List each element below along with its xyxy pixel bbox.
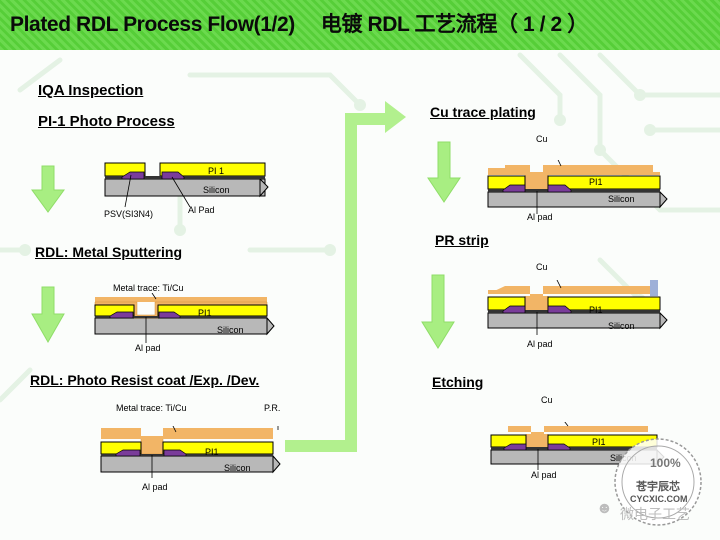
label-al-pad: Al pad <box>527 339 553 349</box>
slide-title: Plated RDL Process Flow(1/2) 电镀 RDL 工艺流程… <box>10 13 588 36</box>
label-cu: Cu <box>541 395 553 405</box>
label-pi1: PI1 <box>589 305 603 315</box>
label-pi1: PI1 <box>205 447 219 457</box>
step-pi1-photo: PI-1 Photo Process <box>38 113 175 130</box>
watermark-company: 苍宇辰芯 <box>636 481 680 493</box>
cross-section-sputtering <box>94 293 275 343</box>
label-silicon: Silicon <box>224 463 251 473</box>
watermark-percent: 100% <box>650 456 681 470</box>
cross-section-cu-plating <box>487 160 668 214</box>
label-pi-1: PI 1 <box>208 166 225 176</box>
label-pi1: PI1 <box>589 177 603 187</box>
watermark-seal <box>614 438 702 526</box>
label-cu: Cu <box>536 134 548 144</box>
label-al-pad: Al pad <box>135 343 161 353</box>
step-metal-sputtering: RDL: Metal Sputtering <box>35 244 182 260</box>
label-silicon: Silicon <box>203 185 230 195</box>
label-pr: P.R. <box>264 403 281 413</box>
cross-section-pi1 <box>104 162 269 208</box>
step-iqa-inspection: IQA Inspection <box>38 82 144 99</box>
label-al-pad: Al pad <box>531 470 557 480</box>
label-metal-trace: Metal trace: Ti/Cu <box>116 403 187 413</box>
watermark-wechat: 微电子工艺 <box>620 506 690 522</box>
label-pi1: PI1 <box>198 308 212 318</box>
label-cu: Cu <box>536 262 548 272</box>
label-al-pad: Al Pad <box>188 205 215 215</box>
cross-section-pr-strip <box>487 280 668 335</box>
label-silicon: Silicon <box>608 194 635 204</box>
label-al-pad: Al pad <box>142 482 168 492</box>
label-silicon: Silicon <box>608 321 635 331</box>
label-metal-trace: Metal trace: Ti/Cu <box>113 283 184 293</box>
step-photo-resist: RDL: Photo Resist coat /Exp. /Dev. <box>30 372 260 388</box>
step-pr-strip: PR strip <box>435 232 489 248</box>
label-psv: PSV(SI3N4) <box>104 209 154 219</box>
step-etching: Etching <box>432 374 484 390</box>
label-pi1: PI1 <box>592 437 606 447</box>
cross-section-photoresist <box>100 426 281 478</box>
title-banner: Plated RDL Process Flow(1/2) 电镀 RDL 工艺流程… <box>0 0 720 50</box>
down-arrow-1 <box>31 165 65 213</box>
watermark-url: CYCXIC.COM <box>630 494 688 504</box>
step-cu-plating: Cu trace plating <box>430 104 536 120</box>
down-arrow-2 <box>31 286 65 344</box>
label-al-pad: Al pad <box>527 212 553 222</box>
flow-connector-arrow <box>285 101 406 452</box>
wechat-icon: ☻ <box>596 500 613 517</box>
down-arrow-4 <box>421 274 455 349</box>
circuit-background <box>0 52 720 452</box>
label-silicon: Silicon <box>217 325 244 335</box>
down-arrow-3 <box>427 141 461 203</box>
